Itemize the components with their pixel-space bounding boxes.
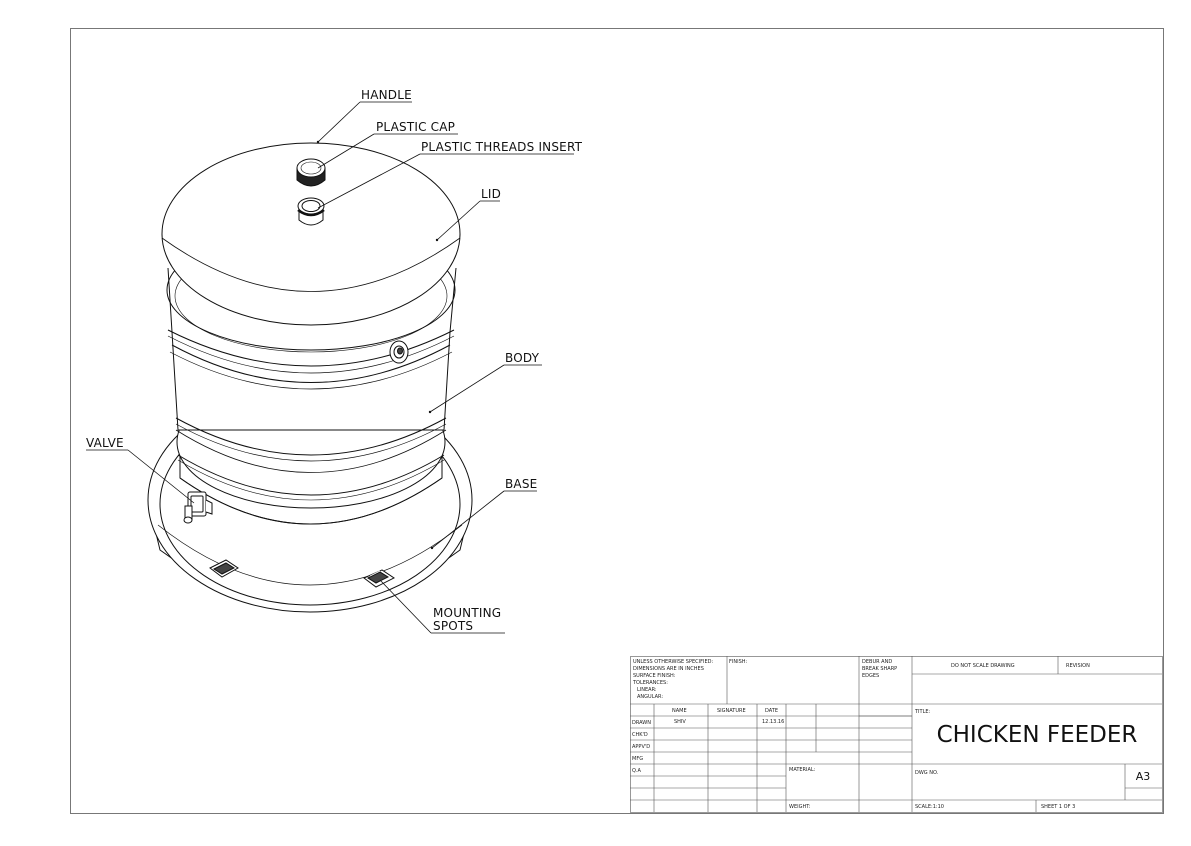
callout-base: BASE (505, 477, 537, 491)
body-leader (429, 364, 505, 413)
plastic-cap-leader (317, 133, 375, 169)
mounting-spots-leader (379, 579, 432, 634)
tb-title: CHICKEN FEEDER (937, 722, 1138, 748)
tb-do-not-scale: DO NOT SCALE DRAWING (951, 663, 1015, 669)
valve (183, 491, 213, 524)
mounting-spots (209, 559, 395, 588)
leader-dots (316, 140, 439, 550)
title-block (630, 656, 1163, 813)
tb-sheet: SHEET 1 OF 3 (1041, 804, 1075, 810)
tb-drawn-date: 12.13.16 (762, 719, 784, 725)
tb-title-label: TITLE: (914, 709, 931, 715)
callout-labels: HANDLE PLASTIC CAP PLASTIC THREADS INSER… (86, 88, 583, 633)
callout-plastic-threads-insert: PLASTIC THREADS INSERT (421, 140, 583, 154)
tb-note-6: ANGULAR: (637, 694, 663, 700)
sheet-border (70, 28, 1164, 814)
tb-note-1: UNLESS OTHERWISE SPECIFIED: (633, 659, 713, 665)
tb-row-chkd: CHK'D (632, 732, 648, 738)
plastic-threads-insert (297, 197, 325, 226)
lid (161, 142, 461, 326)
tb-finish-label: FINISH: (729, 659, 747, 665)
tb-note-2: DIMENSIONS ARE IN INCHES (633, 666, 704, 672)
tb-col-date: DATE (765, 708, 778, 714)
tb-drawn-name: SHIV (674, 719, 686, 725)
body-side-plug (389, 340, 409, 364)
tb-deburr-1: DEBUR AND (862, 659, 892, 665)
callout-body: BODY (505, 351, 540, 365)
tb-scale: SCALE:1:10 (915, 804, 944, 810)
tb-note-5: LINEAR: (637, 687, 657, 693)
lid-leader (436, 200, 481, 241)
tb-col-signature: SIGNATURE (717, 708, 746, 714)
tb-row-drawn: DRAWN (632, 720, 651, 726)
leader-lines (86, 101, 574, 634)
base-leader (431, 490, 505, 549)
tb-row-mfg: MFG (632, 756, 643, 762)
handle-leader (317, 101, 361, 143)
tb-revision-label: REVISION (1066, 663, 1090, 669)
plastic-cap (296, 158, 326, 187)
callout-mounting-line2: SPOTS (433, 619, 473, 633)
tb-note-4: TOLERANCES: (632, 680, 668, 686)
tb-weight-label: WEIGHT: (789, 804, 811, 810)
callout-handle: HANDLE (361, 88, 412, 102)
feeder-drawing (86, 101, 574, 634)
tb-deburr-2: BREAK SHARP (862, 666, 897, 672)
title-block-text: UNLESS OTHERWISE SPECIFIED: DIMENSIONS A… (632, 659, 1150, 810)
callout-plastic-cap: PLASTIC CAP (376, 120, 455, 134)
tb-col-name: NAME (672, 708, 687, 714)
tb-material-label: MATERIAL: (789, 767, 816, 773)
tb-dwg-no-label: DWG NO. (915, 770, 939, 776)
tb-note-3: SURFACE FINISH: (633, 673, 676, 679)
plastic-threads-insert-leader (317, 153, 421, 209)
callout-valve: VALVE (86, 436, 124, 450)
tb-row-appvd: APPV'D (632, 744, 650, 750)
callout-lid: LID (481, 187, 501, 201)
valve-leader (127, 449, 195, 504)
tb-size: A3 (1136, 770, 1151, 783)
callout-mounting-line1: MOUNTING (433, 606, 501, 620)
tb-deburr-3: EDGES (862, 673, 879, 679)
tb-row-qa: Q.A (632, 768, 642, 774)
